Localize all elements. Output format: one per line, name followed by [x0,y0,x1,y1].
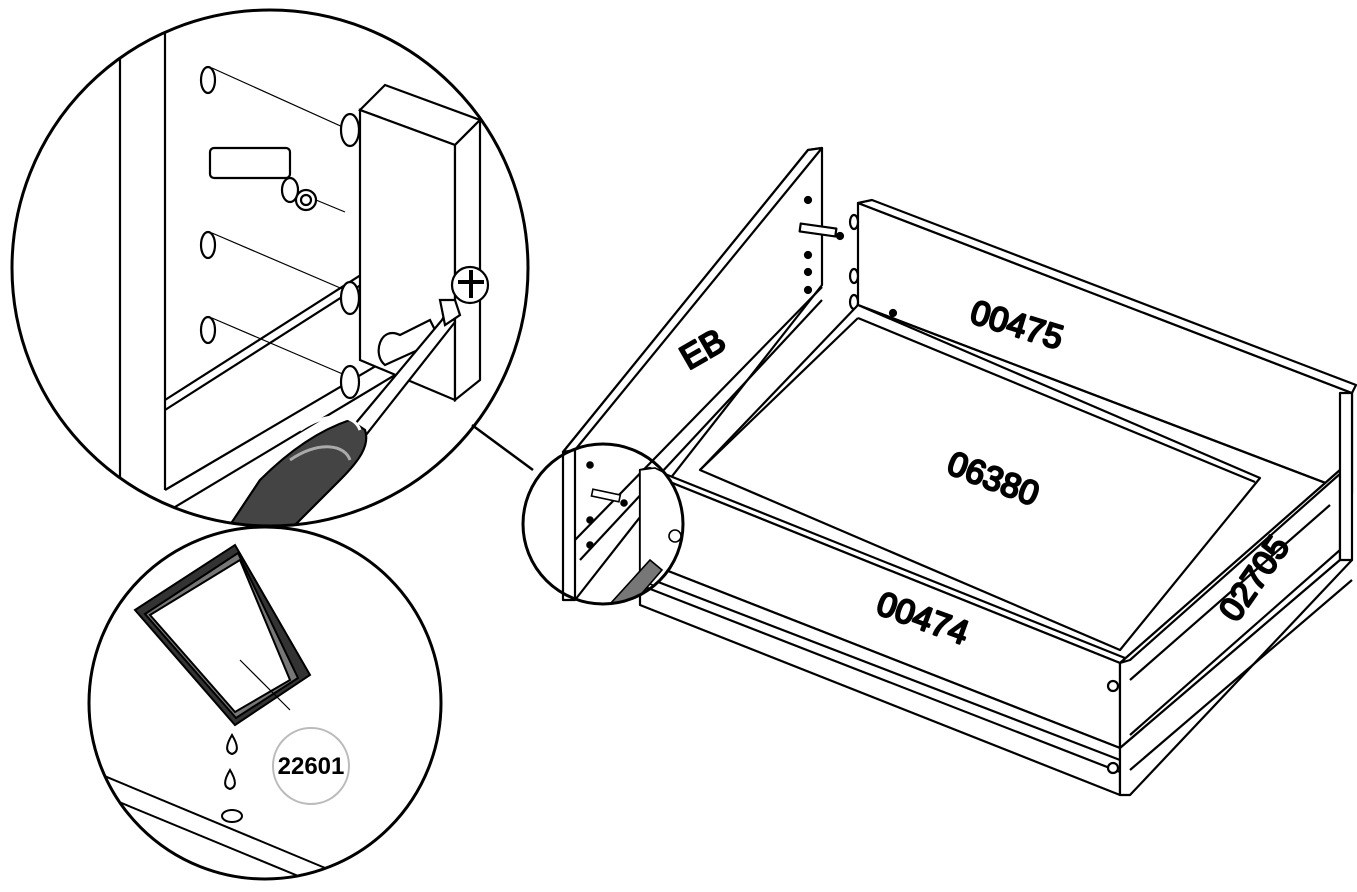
zoom-detail-cam-lock [10,8,530,528]
zoom-detail-glue: 22601 [87,525,443,881]
back-panel [848,198,1357,495]
glue-callout: 22601 [272,727,350,805]
zoom-leader-line [471,423,534,472]
end-board [561,146,845,602]
front-panel [1118,391,1354,797]
bottom-panel [698,303,1262,652]
label-glue: 22601 [278,753,345,780]
drawer-assembly: EB 00475 06380 02705 00474 [561,146,1357,797]
